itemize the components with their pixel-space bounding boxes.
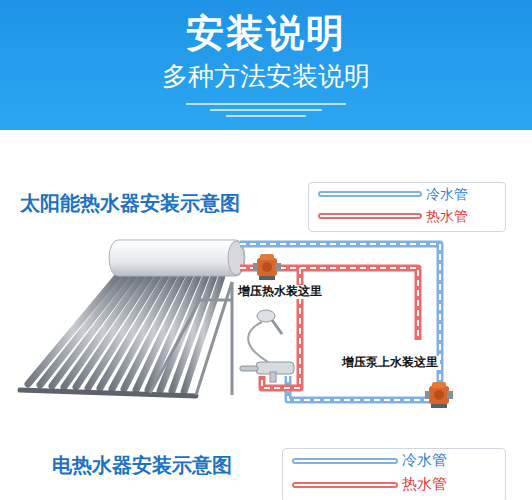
legend-line	[292, 458, 398, 464]
legend-text: 冷水管	[402, 452, 447, 469]
callout-label: 增压泵上水装这里	[340, 356, 440, 370]
legend-text: 热水管	[426, 208, 468, 224]
section-heading: 太阳能热水器安装示意图	[20, 192, 240, 215]
legend-box	[308, 182, 506, 232]
legend-line	[318, 213, 422, 219]
callout-label: 增压热水装这里	[236, 285, 324, 299]
legend-text: 冷水管	[426, 186, 468, 202]
banner-subtitle: 多种方法安装说明	[162, 62, 370, 92]
banner-title: 安装说明	[186, 12, 346, 56]
legend-box	[282, 448, 506, 500]
legend-line	[318, 191, 422, 197]
legend-line	[292, 482, 398, 488]
section-heading: 电热水器安装示意图	[52, 454, 232, 477]
legend-text: 热水管	[402, 476, 447, 493]
